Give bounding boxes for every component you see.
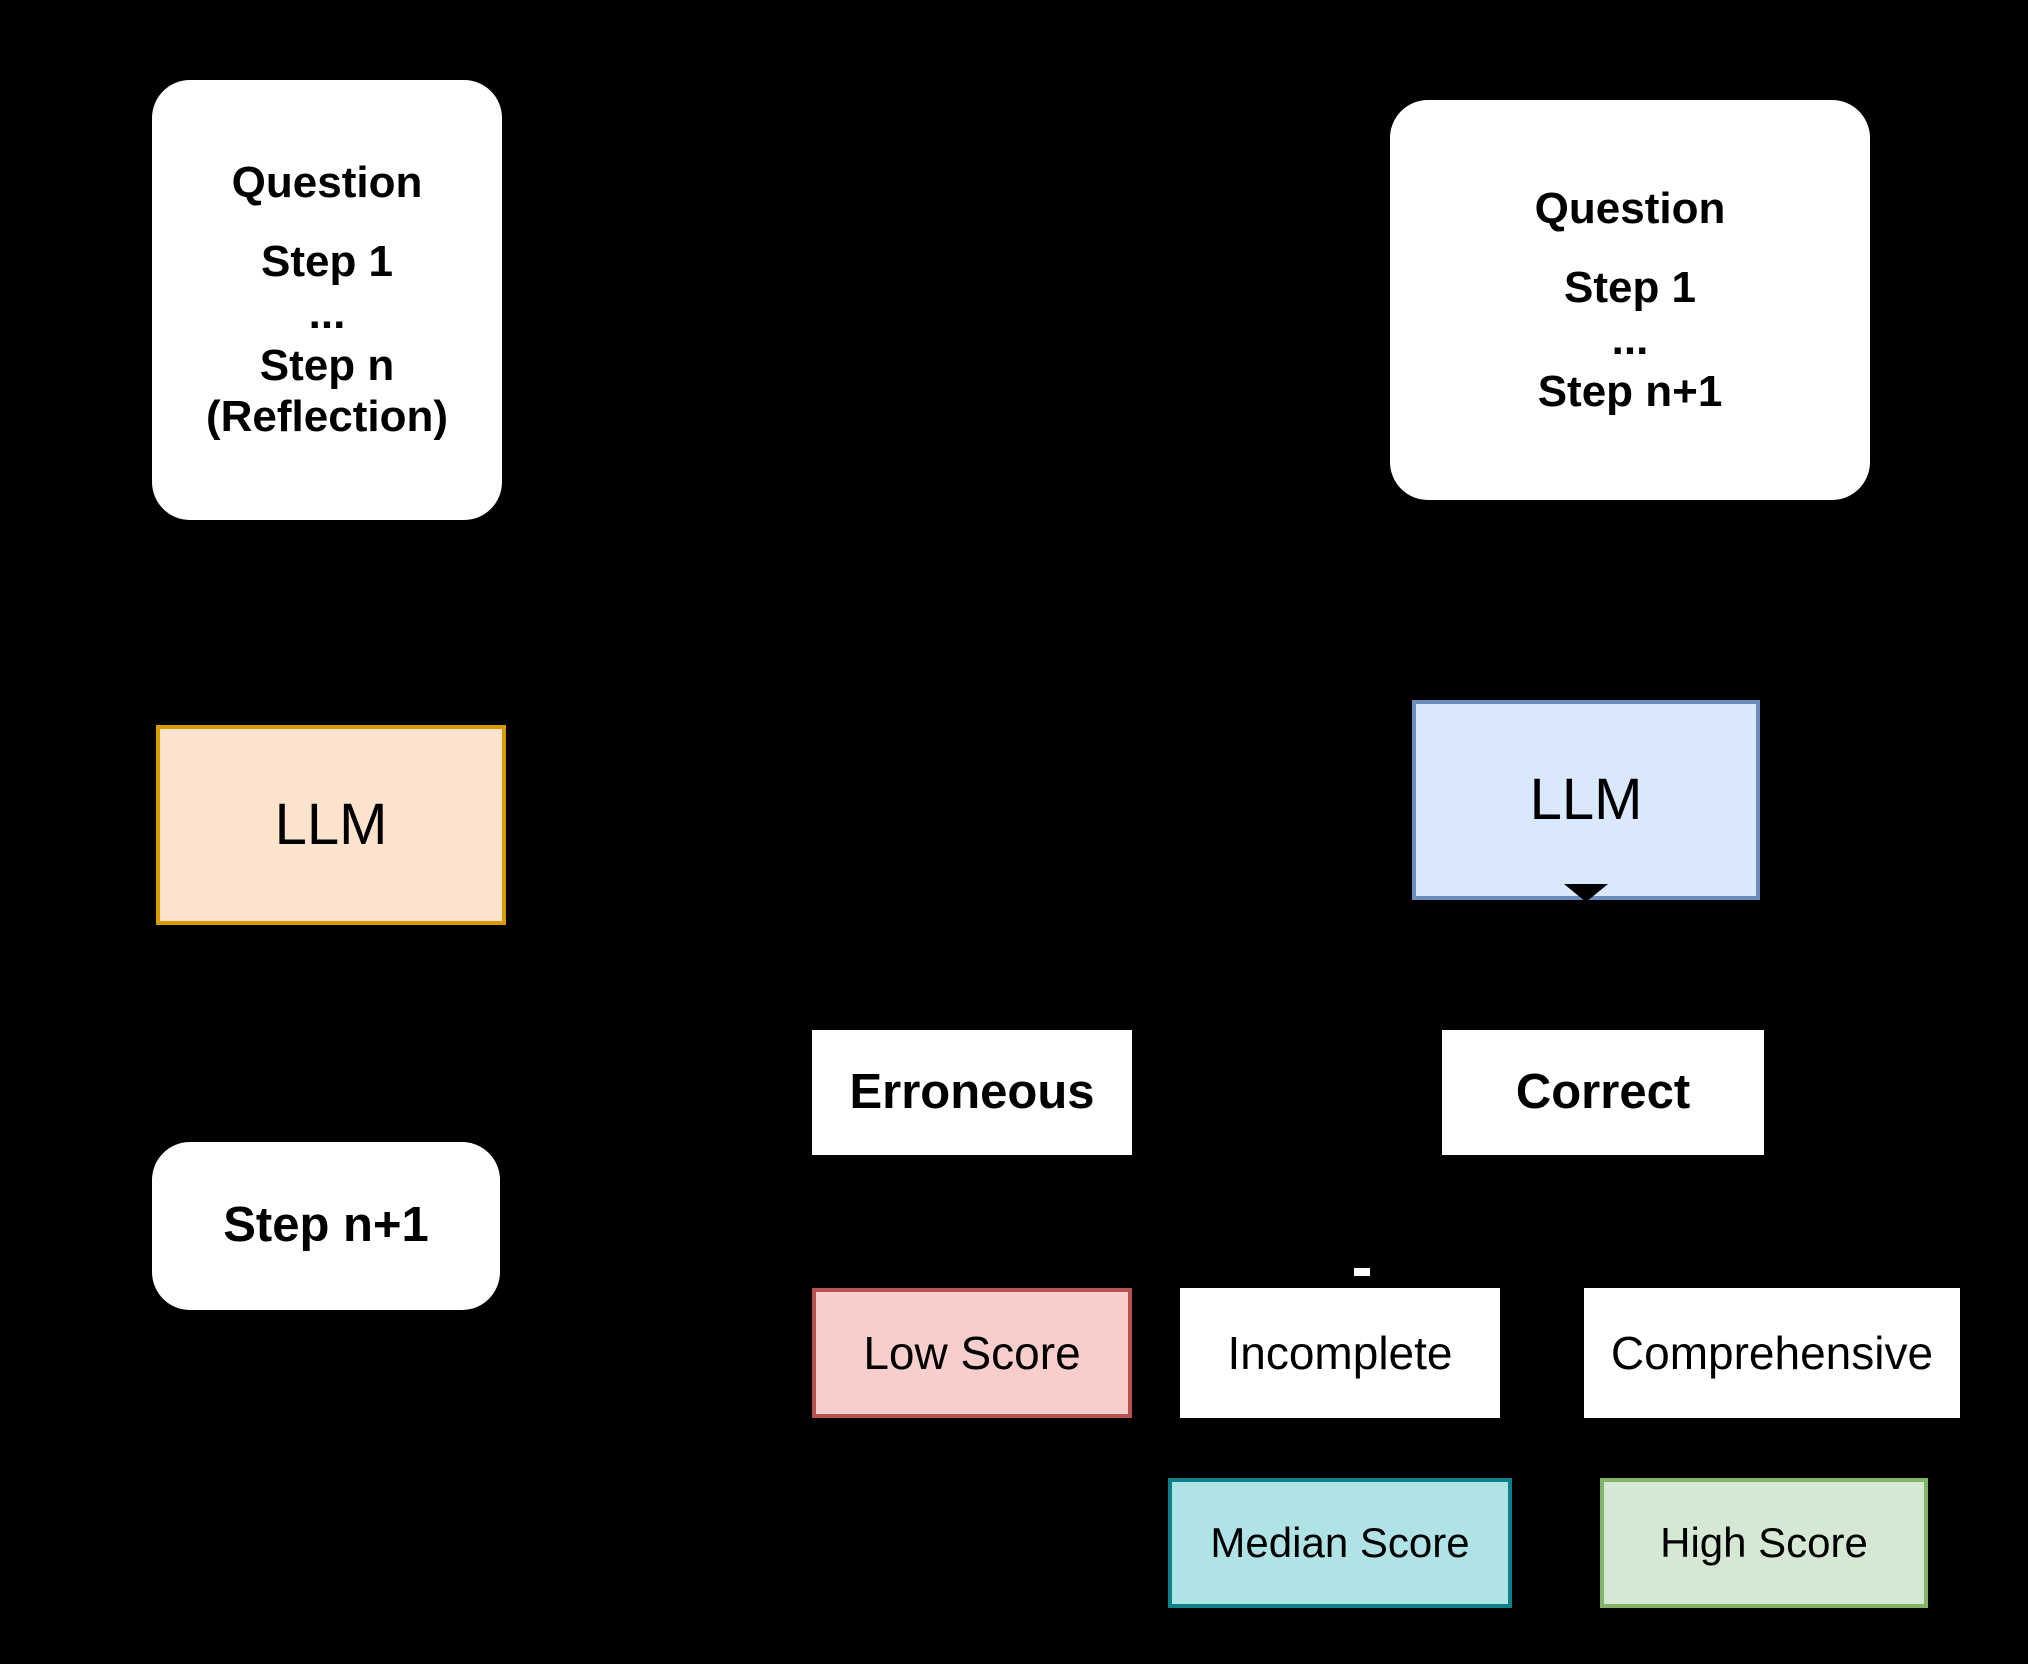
erroneous-label: Erroneous — [849, 1064, 1095, 1119]
node-low-score[interactable]: Low Score — [812, 1288, 1132, 1418]
question-next-line-4: Step n+1 — [1537, 366, 1723, 416]
node-llm-right[interactable]: LLM — [1412, 700, 1760, 900]
llm-right-label: LLM — [1529, 766, 1643, 832]
llm-left-label: LLM — [274, 791, 388, 857]
node-erroneous[interactable]: Erroneous — [812, 1030, 1132, 1155]
comprehensive-label: Comprehensive — [1610, 1326, 1934, 1379]
high-score-label: High Score — [1660, 1519, 1868, 1567]
connector-nub — [1354, 1268, 1370, 1276]
node-question-reflection[interactable]: Question Step 1 ... Step n (Reflection) — [152, 80, 502, 520]
node-llm-left[interactable]: LLM — [156, 725, 506, 925]
question-reflection-line-0: Question — [231, 157, 423, 207]
node-median-score[interactable]: Median Score — [1168, 1478, 1512, 1608]
question-reflection-line-4: Step n — [259, 340, 395, 390]
node-incomplete[interactable]: Incomplete — [1180, 1288, 1500, 1418]
question-next-line-3: ... — [1611, 314, 1649, 364]
question-reflection-line-3: ... — [308, 288, 346, 338]
node-comprehensive[interactable]: Comprehensive — [1584, 1288, 1960, 1418]
question-reflection-line-5: (Reflection) — [206, 392, 448, 442]
node-question-next[interactable]: Question Step 1 ... Step n+1 — [1390, 100, 1870, 500]
node-step-next[interactable]: Step n+1 — [152, 1142, 500, 1310]
incomplete-label: Incomplete — [1227, 1326, 1453, 1379]
question-next-line-0: Question — [1534, 183, 1726, 233]
question-reflection-line-2: Step 1 — [260, 236, 394, 286]
correct-label: Correct — [1515, 1064, 1691, 1119]
question-next-line-2: Step 1 — [1563, 262, 1697, 312]
median-score-label: Median Score — [1210, 1519, 1470, 1567]
arrowhead-icon — [1564, 884, 1608, 902]
step-next-label: Step n+1 — [223, 1198, 429, 1253]
node-high-score[interactable]: High Score — [1600, 1478, 1928, 1608]
node-correct[interactable]: Correct — [1442, 1030, 1764, 1155]
low-score-label: Low Score — [863, 1326, 1081, 1379]
